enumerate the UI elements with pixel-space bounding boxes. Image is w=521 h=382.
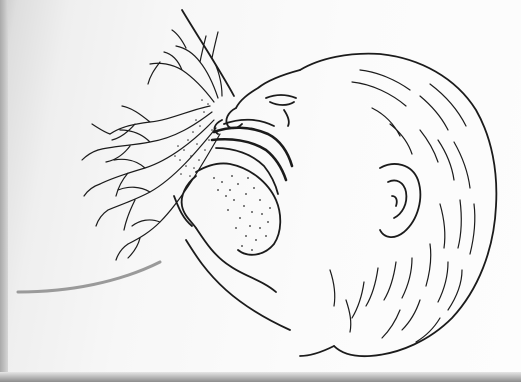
tongue (196, 163, 280, 254)
milk-ducts (82, 30, 222, 260)
infant-chin (182, 176, 196, 228)
infant-forehead (236, 70, 300, 108)
infant-head (300, 54, 496, 357)
infant-face (174, 70, 300, 330)
infant-eye (266, 95, 296, 98)
infant-nose (226, 108, 242, 128)
infant-ear (380, 164, 420, 237)
infant-neck (196, 228, 276, 292)
nipple-in-mouth (212, 120, 292, 194)
infant-hair (330, 70, 475, 342)
